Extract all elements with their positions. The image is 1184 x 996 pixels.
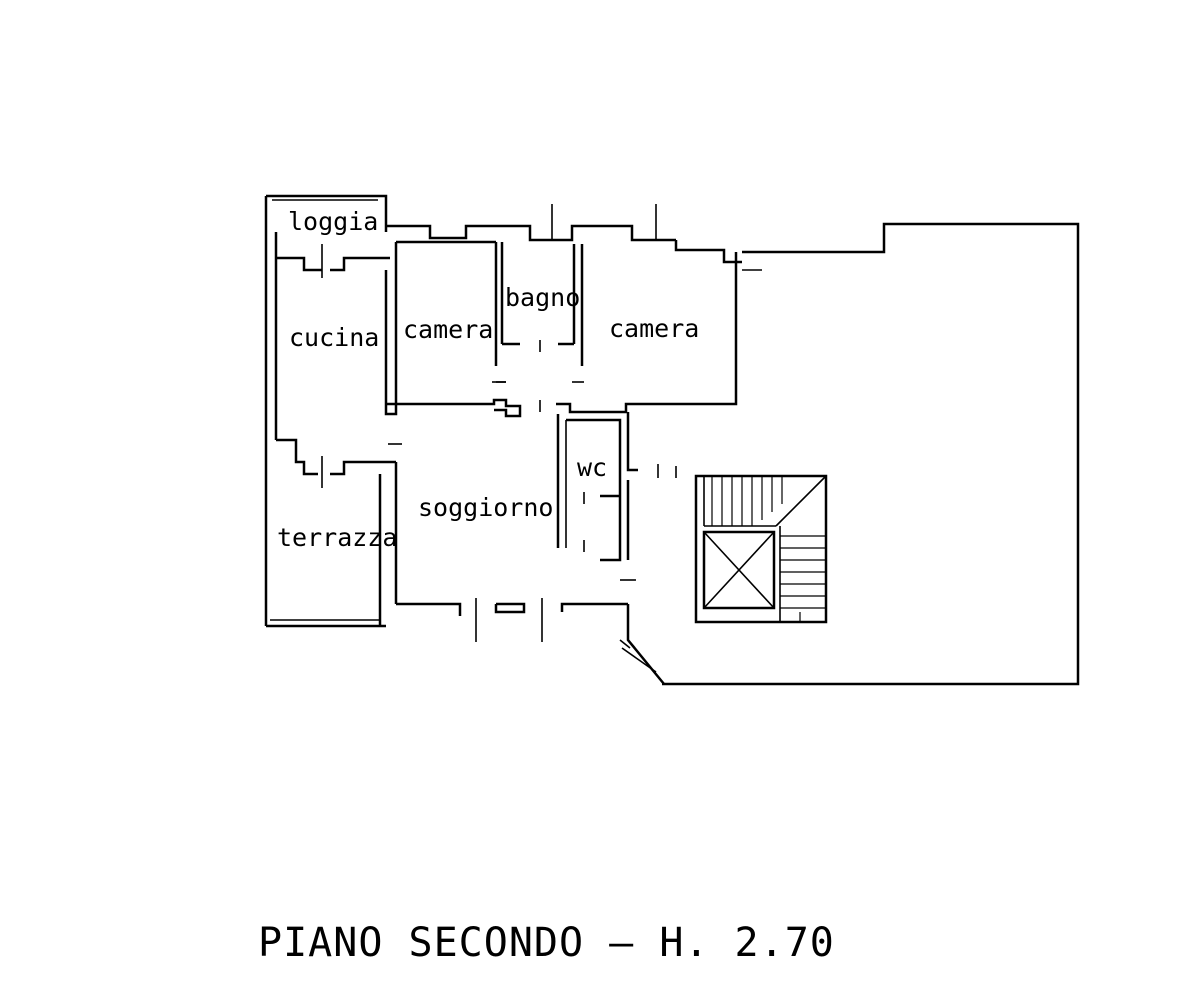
room-label-cucina: cucina: [289, 323, 379, 352]
staircase: [694, 474, 828, 624]
room-label-soggiorno: soggiorno: [418, 493, 553, 522]
plan-title: PIANO SECONDO – H. 2.70: [258, 920, 835, 966]
outer-walls: [264, 194, 1080, 686]
interior-walls: [276, 204, 738, 685]
lift-shaft: [702, 530, 776, 610]
room-label-terrazza: terrazza: [277, 523, 397, 552]
room-label-camera-left: camera: [403, 315, 493, 344]
room-label-camera-right: camera: [609, 314, 699, 343]
room-label-wc: wc: [577, 453, 607, 482]
room-label-bagno: bagno: [505, 283, 580, 312]
room-label-loggia: loggia: [288, 207, 378, 236]
